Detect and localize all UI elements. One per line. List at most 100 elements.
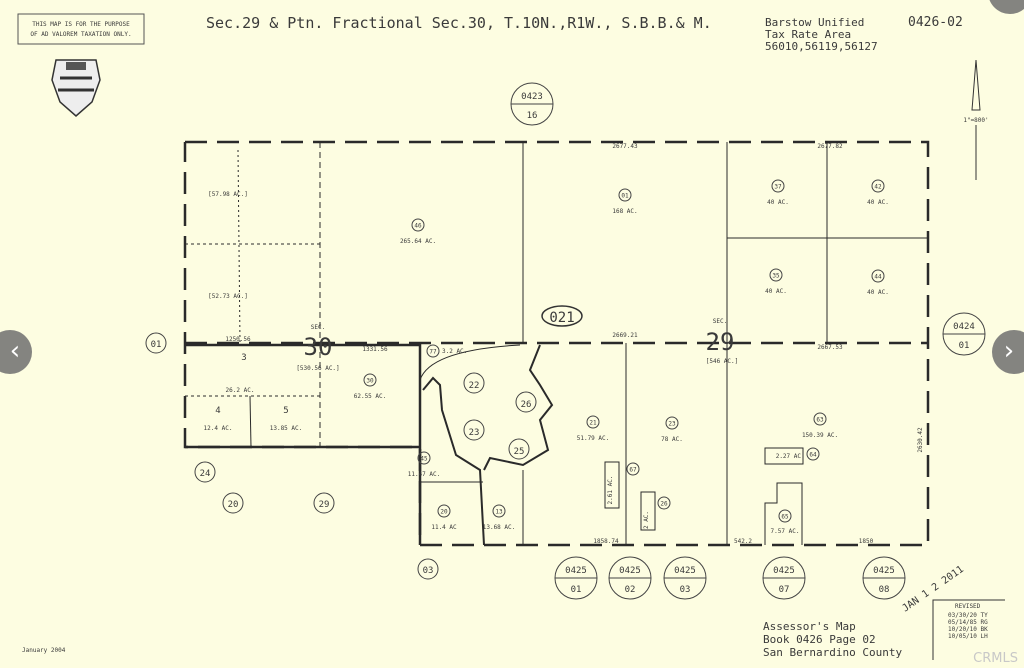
parcel[interactable]: 23 78 AC.	[661, 416, 683, 443]
map-page-number: 16	[527, 111, 538, 121]
parcel-number-circle	[771, 179, 785, 193]
parcel-number: 25	[514, 447, 525, 457]
parcel-circle	[508, 438, 530, 460]
adjacent-parcel-number: 03	[423, 566, 434, 576]
next-image-button[interactable]: ›	[992, 330, 1024, 374]
parcel-number-circle	[871, 179, 885, 193]
parcel-number-circle	[586, 415, 600, 429]
disclaimer-line: OF AD VALOREM TAXATION ONLY.	[30, 31, 131, 38]
parcel-circle	[463, 419, 485, 441]
block-oval	[541, 305, 583, 327]
map-title: Sec.29 & Ptn. Fractional Sec.30, T.10N.,…	[206, 14, 712, 32]
adjacent-parcel-number: 01	[151, 340, 162, 350]
adjacent-parcel-circle	[313, 492, 335, 514]
dimension: 1850	[859, 538, 874, 545]
adjacent-parcel-circle	[194, 461, 216, 483]
parcel[interactable]: 01 168 AC.	[612, 188, 638, 215]
parcel[interactable]: 63 150.39 AC.	[802, 412, 838, 439]
parcel[interactable]: 262 AC.	[643, 496, 671, 529]
parcel[interactable]: 642.27 AC	[776, 447, 820, 461]
parcel-number: 23	[668, 421, 676, 428]
district-line: Tax Rate Area	[765, 28, 851, 41]
parcel-number: 13	[495, 509, 503, 516]
parcel-number-circle	[411, 218, 425, 232]
parcel-number-circle	[626, 462, 640, 476]
dimension: 1250.56	[225, 336, 251, 343]
parcel-area: 78 AC.	[661, 436, 683, 443]
section-30-area: [530.56 AC.]	[296, 365, 339, 372]
parcel-number-circle	[806, 447, 820, 461]
lot-area: 13.85 AC.	[270, 425, 303, 432]
revised-entry: 05/14/85 RG	[948, 619, 988, 626]
parcel[interactable]: 672.61 AC.	[607, 462, 640, 504]
parcel[interactable]: 30 62.55 AC.	[354, 373, 387, 400]
parcel-number: 01	[621, 193, 629, 200]
dimension: 1331.56	[362, 346, 388, 353]
dimension: 2667.53	[817, 344, 843, 351]
dimension: 2677.82	[817, 143, 843, 150]
map-book-number: 0425	[674, 566, 696, 576]
adjacent-parcel-number: 29	[319, 500, 330, 510]
parcel-number: 42	[874, 184, 882, 191]
map-page-number: 02	[625, 585, 636, 595]
lot-number: 5	[283, 406, 288, 416]
scale-label: 1"=800'	[963, 117, 988, 124]
parcel[interactable]: 20 11.4 AC	[431, 504, 457, 531]
lot-area: 26.2 AC.	[226, 387, 255, 394]
parcel-circle	[463, 372, 485, 394]
map-book-number: 0425	[773, 566, 795, 576]
parcel-area: 150.39 AC.	[802, 432, 838, 439]
parcel-number: 21	[589, 420, 597, 427]
revised-label: REVISED	[955, 603, 981, 610]
adjacent-parcel-number: 20	[228, 500, 239, 510]
section-29-number: 29	[706, 328, 735, 356]
adjacent-map-page-link[interactable]: 0423 16	[510, 82, 554, 126]
parcel-number: 23	[469, 428, 480, 438]
adjacent-parcel-circle	[417, 558, 439, 580]
parcel-number: 30	[366, 378, 374, 385]
parcel-area: 11.4 AC	[431, 524, 457, 531]
parcel-area: 62.55 AC.	[354, 393, 387, 400]
parcel-area: 168 AC.	[612, 208, 637, 215]
watermark: CRMLS	[973, 651, 1018, 666]
revised-entry: 03/30/20 TY	[948, 612, 988, 619]
lot-number: 4	[215, 406, 220, 416]
dimension: 1858.74	[593, 538, 619, 545]
parcel-number: 37	[774, 184, 782, 191]
map-book-number: 0423	[521, 92, 543, 102]
parcel-boundaries	[183, 140, 930, 547]
section-30-number: 30	[304, 333, 333, 361]
parcel-number-circle	[871, 269, 885, 283]
dimension: 2630.42	[917, 427, 924, 453]
disclaimer-line: THIS MAP IS FOR THE PURPOSE	[32, 21, 130, 28]
parcel-number: 63	[816, 417, 824, 424]
parcel-circle	[515, 391, 537, 413]
adjacent-parcel-circle	[222, 492, 244, 514]
parcel-number: 65	[781, 514, 789, 521]
parcel-number: 77	[429, 349, 437, 356]
revised-box	[932, 599, 1005, 660]
parcel-area: 265.64 AC.	[400, 238, 436, 245]
parcel-number: 20	[440, 509, 448, 516]
parcel[interactable]: 657.57 AC.	[771, 509, 800, 535]
parcel-number-circle	[778, 509, 792, 523]
parcel-number: 45	[420, 456, 428, 463]
footer-line: Book 0426 Page 02	[763, 633, 876, 646]
